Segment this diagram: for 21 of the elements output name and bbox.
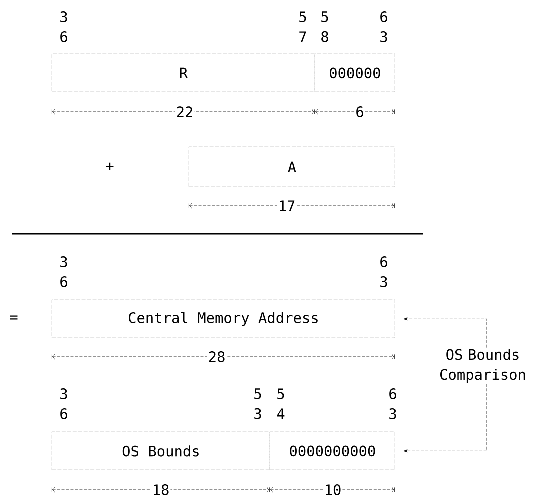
note-text: OS Bounds Comparison [440, 349, 526, 383]
dimension-label: 18 [151, 484, 171, 496]
field-box: A [189, 147, 396, 188]
field-box: OS Bounds [52, 432, 270, 470]
bit-number: 5 4 [277, 388, 285, 420]
bit-number: 5 3 [254, 388, 262, 420]
dimension-label: 10 [323, 484, 343, 496]
field-box: 000000 [315, 54, 396, 92]
arrow [404, 318, 488, 348]
bit-number: 5 8 [322, 12, 328, 42]
dimension-label: 6 [354, 106, 366, 118]
field-box: 0000000000 [270, 432, 396, 470]
field-box: R [52, 54, 316, 92]
dimension-label: 28 [207, 350, 227, 364]
bit-number: 5 7 [300, 12, 306, 42]
operator-sign: + [106, 162, 114, 170]
arrow [404, 384, 488, 453]
operator-sign: = [10, 316, 18, 320]
dimension-label: 17 [277, 200, 297, 212]
field-box: Central Memory Address [52, 300, 396, 338]
dimension-label: 22 [175, 106, 195, 118]
